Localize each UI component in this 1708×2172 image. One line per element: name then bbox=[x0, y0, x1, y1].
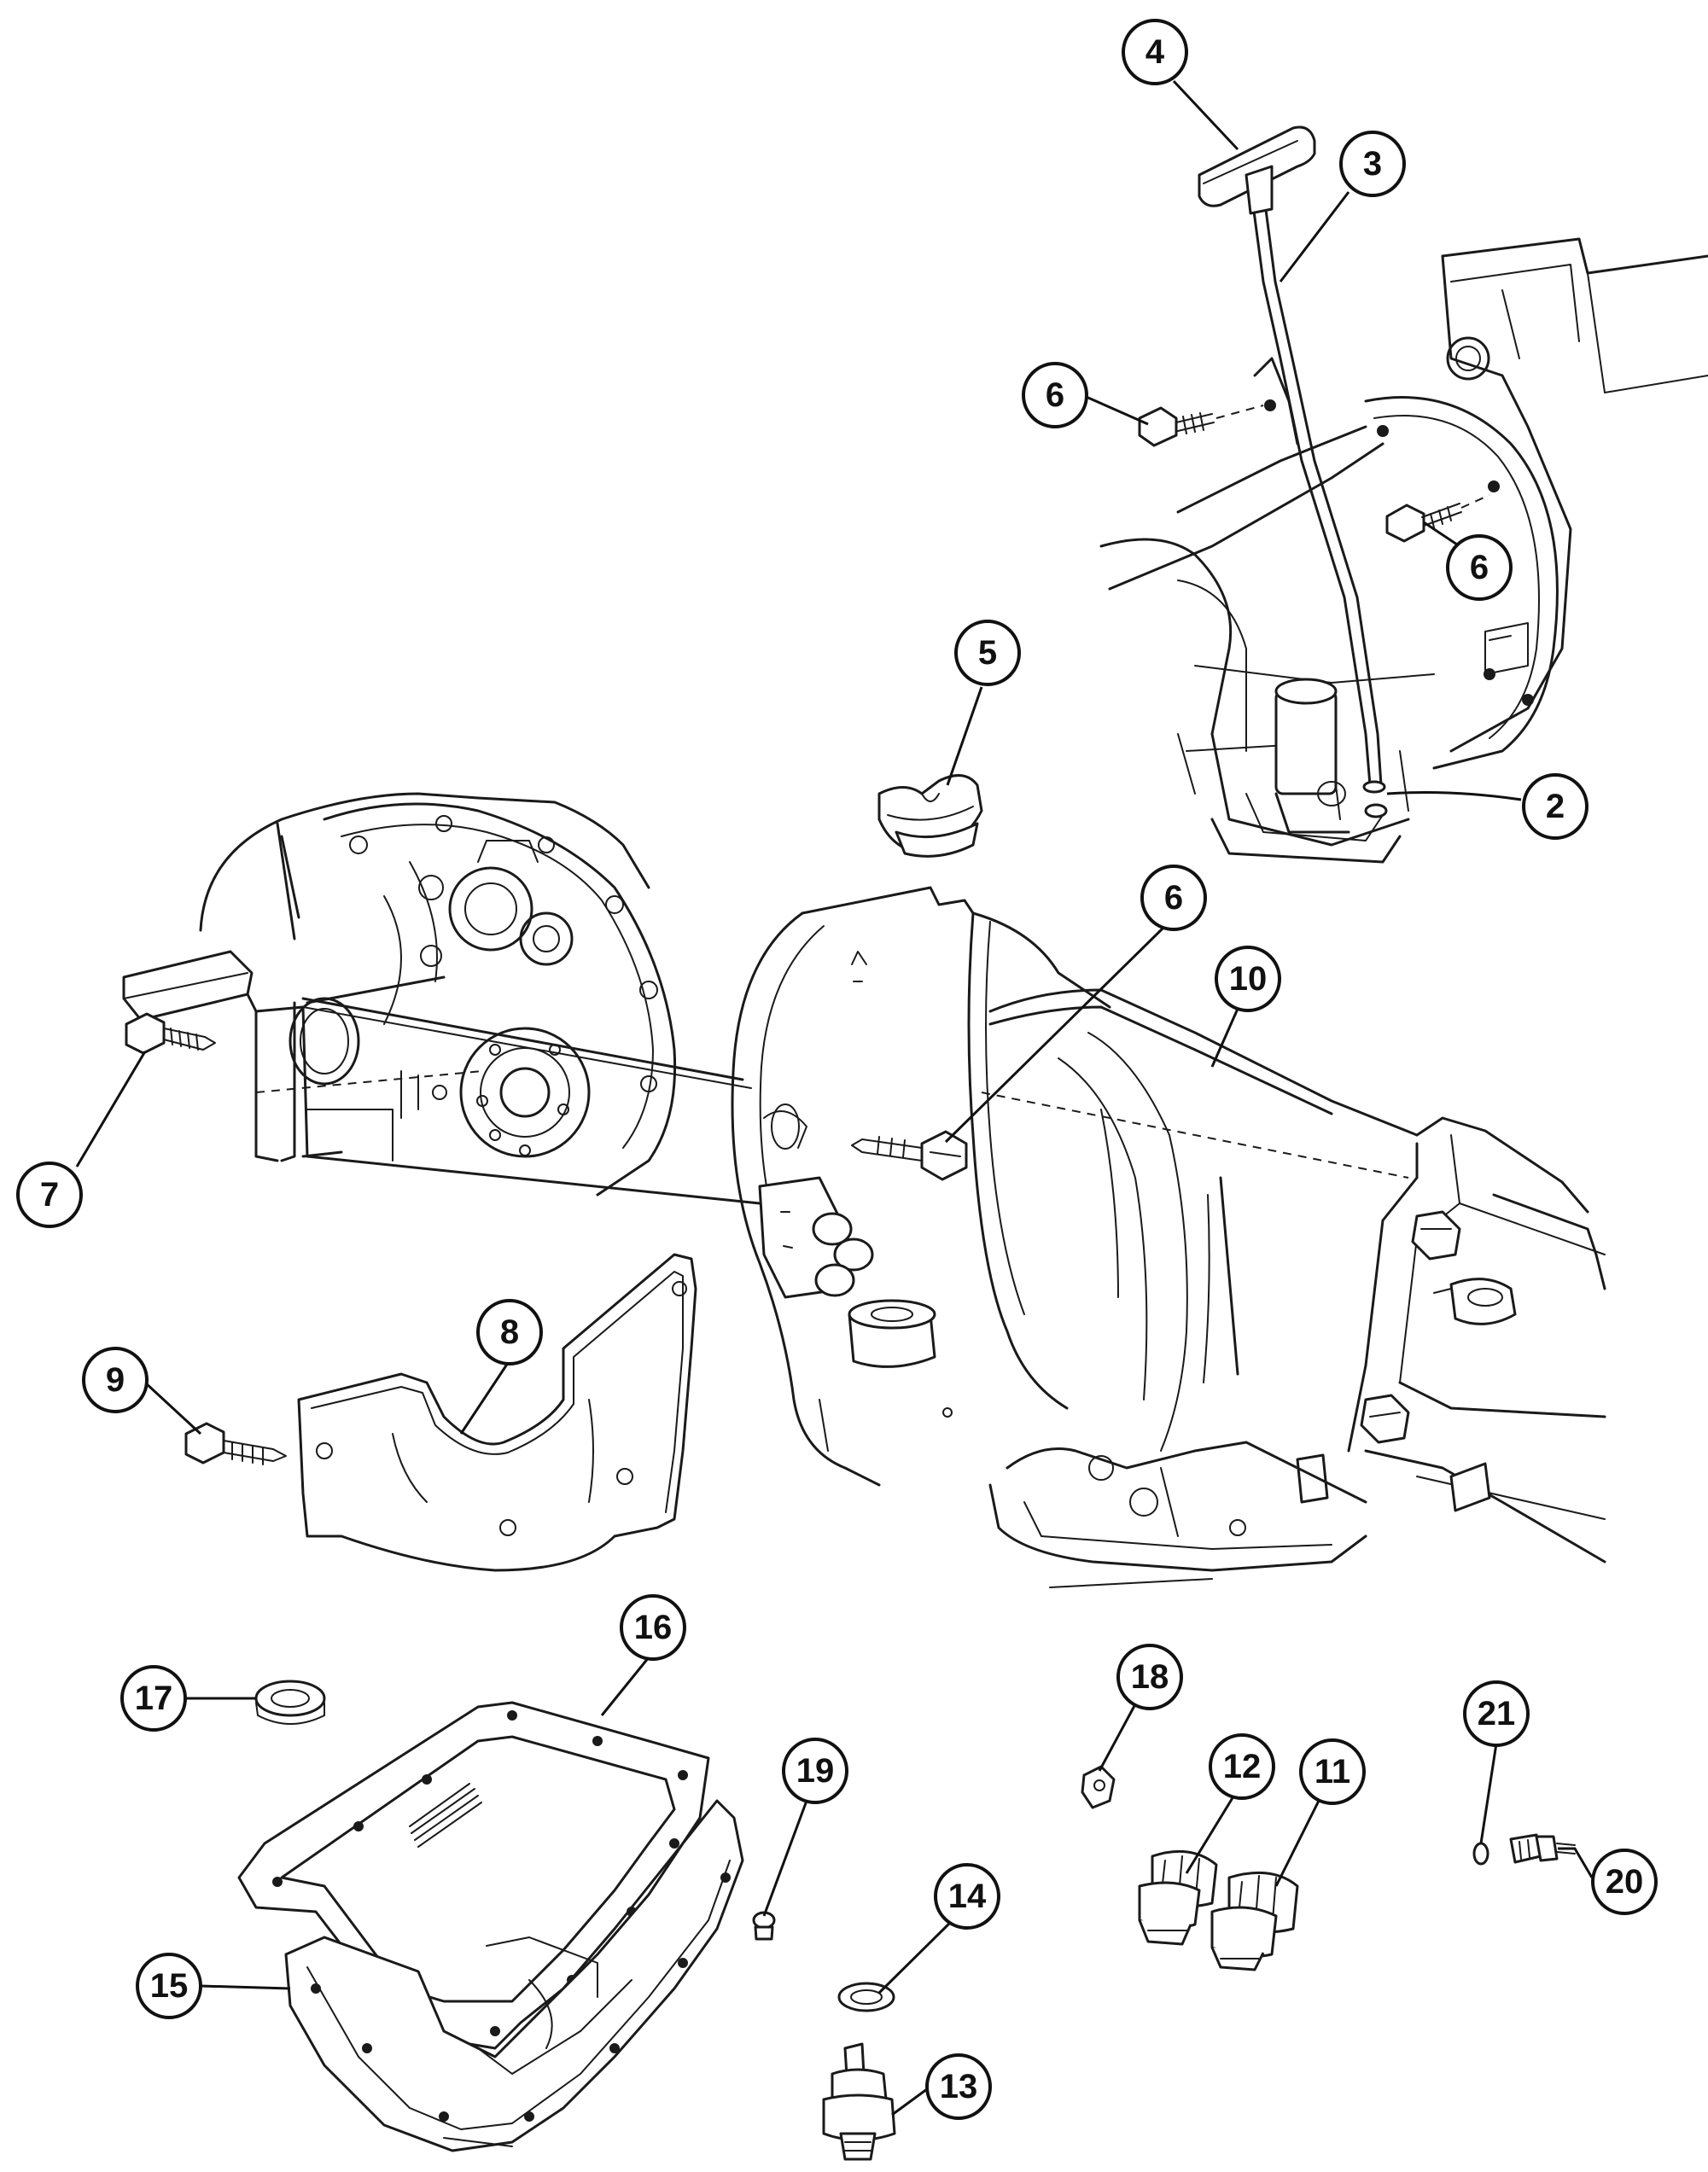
leader-14 bbox=[877, 1919, 953, 1994]
callout-6: 6 bbox=[1022, 362, 1088, 428]
converter-dust-shield bbox=[297, 1253, 697, 1572]
callout-labels: 4 3 6 6 5 2 6 10 7 8 9 16 17 18 12 11 21… bbox=[16, 19, 1658, 2120]
callout-11: 11 bbox=[1299, 1738, 1366, 1805]
leader-6c bbox=[944, 926, 1165, 1144]
svg-text:19: 19 bbox=[796, 1752, 835, 1790]
svg-text:6: 6 bbox=[1046, 376, 1064, 414]
svg-text:20: 20 bbox=[1606, 1863, 1644, 1901]
dipstick-handle bbox=[1198, 125, 1316, 215]
svg-text:4: 4 bbox=[1145, 33, 1165, 71]
pan-seal bbox=[254, 1680, 326, 1725]
drain-plug-sensor bbox=[822, 2042, 896, 2161]
pressure-switch-11 bbox=[1210, 1871, 1299, 1971]
svg-text:16: 16 bbox=[634, 1609, 673, 1646]
bell-housing-bolt-middle bbox=[851, 1130, 968, 1181]
leader-6a bbox=[1081, 393, 1149, 426]
leader-lines bbox=[75, 79, 1594, 2117]
leader-4 bbox=[1172, 79, 1239, 151]
callout-6: 6 bbox=[1446, 534, 1513, 601]
callout-6: 6 bbox=[1140, 865, 1207, 931]
callout-15: 15 bbox=[136, 1953, 202, 2019]
svg-text:13: 13 bbox=[940, 2068, 978, 2105]
svg-text:12: 12 bbox=[1223, 1748, 1262, 1785]
upper-transmission-illustration bbox=[1099, 237, 1708, 864]
leader-13 bbox=[891, 2085, 931, 2117]
callout-3: 3 bbox=[1339, 131, 1406, 197]
svg-text:2: 2 bbox=[1546, 788, 1565, 825]
svg-text:11: 11 bbox=[1315, 1753, 1350, 1791]
temperature-sensor bbox=[1509, 1833, 1576, 1864]
leader-9 bbox=[143, 1381, 202, 1435]
svg-text:7: 7 bbox=[40, 1176, 59, 1214]
leader-12 bbox=[1185, 1796, 1235, 1874]
pressure-switch-12 bbox=[1138, 1849, 1218, 1946]
callout-10: 10 bbox=[1215, 946, 1281, 1012]
o-ring bbox=[1472, 1842, 1489, 1866]
callout-9: 9 bbox=[82, 1347, 149, 1413]
insulator-part bbox=[877, 774, 983, 858]
switch-clip bbox=[1081, 1765, 1116, 1809]
leader-10 bbox=[1210, 1008, 1239, 1068]
automatic-transmission bbox=[731, 886, 1606, 1588]
pan-bolt bbox=[752, 1911, 776, 1941]
svg-text:6: 6 bbox=[1470, 549, 1489, 586]
callout-5: 5 bbox=[954, 620, 1021, 686]
alignment-lines bbox=[255, 997, 1409, 1205]
leader-8 bbox=[459, 1362, 510, 1435]
leader-7 bbox=[75, 1051, 147, 1168]
oil-pan bbox=[284, 1799, 744, 2152]
leader-19 bbox=[762, 1800, 808, 1917]
callout-21: 21 bbox=[1463, 1680, 1530, 1747]
dipstick-tube-bolt bbox=[1138, 405, 1264, 447]
leader-6b bbox=[1423, 521, 1460, 548]
callout-12: 12 bbox=[1209, 1733, 1275, 1800]
callout-8: 8 bbox=[476, 1299, 543, 1366]
callout-7: 7 bbox=[16, 1162, 83, 1228]
leader-18 bbox=[1098, 1703, 1137, 1772]
leader-3 bbox=[1279, 191, 1350, 282]
engine-rear-housing bbox=[122, 792, 677, 1197]
leader-16 bbox=[600, 1657, 650, 1716]
callout-18: 18 bbox=[1116, 1644, 1183, 1710]
housing-bolt-left bbox=[125, 1012, 216, 1055]
svg-text:10: 10 bbox=[1229, 960, 1268, 998]
svg-text:15: 15 bbox=[150, 1967, 189, 2005]
svg-text:5: 5 bbox=[978, 634, 997, 672]
leader-2 bbox=[1386, 791, 1522, 801]
callout-4: 4 bbox=[1122, 19, 1188, 85]
svg-text:14: 14 bbox=[948, 1878, 987, 1915]
leader-5 bbox=[946, 686, 983, 786]
svg-text:17: 17 bbox=[135, 1680, 173, 1717]
leader-21 bbox=[1479, 1743, 1498, 1844]
callout-13: 13 bbox=[925, 2053, 992, 2120]
leader-11 bbox=[1274, 1800, 1320, 1887]
bell-housing-bolt-upper bbox=[1385, 494, 1490, 543]
callout-16: 16 bbox=[620, 1594, 686, 1661]
dipstick-tube bbox=[1251, 201, 1388, 818]
callout-19: 19 bbox=[782, 1738, 848, 1804]
leader-20 bbox=[1558, 1847, 1594, 1878]
callout-17: 17 bbox=[120, 1665, 187, 1732]
callout-20: 20 bbox=[1591, 1849, 1658, 1915]
svg-text:6: 6 bbox=[1164, 879, 1183, 917]
leader-15 bbox=[200, 1984, 291, 1990]
dust-shield-bolt bbox=[184, 1422, 287, 1465]
callout-2: 2 bbox=[1522, 773, 1588, 840]
svg-text:21: 21 bbox=[1478, 1695, 1516, 1732]
callout-14: 14 bbox=[934, 1863, 1000, 1930]
svg-text:3: 3 bbox=[1363, 145, 1382, 183]
svg-text:8: 8 bbox=[500, 1313, 519, 1351]
svg-text:9: 9 bbox=[106, 1361, 125, 1399]
svg-text:18: 18 bbox=[1131, 1658, 1169, 1696]
